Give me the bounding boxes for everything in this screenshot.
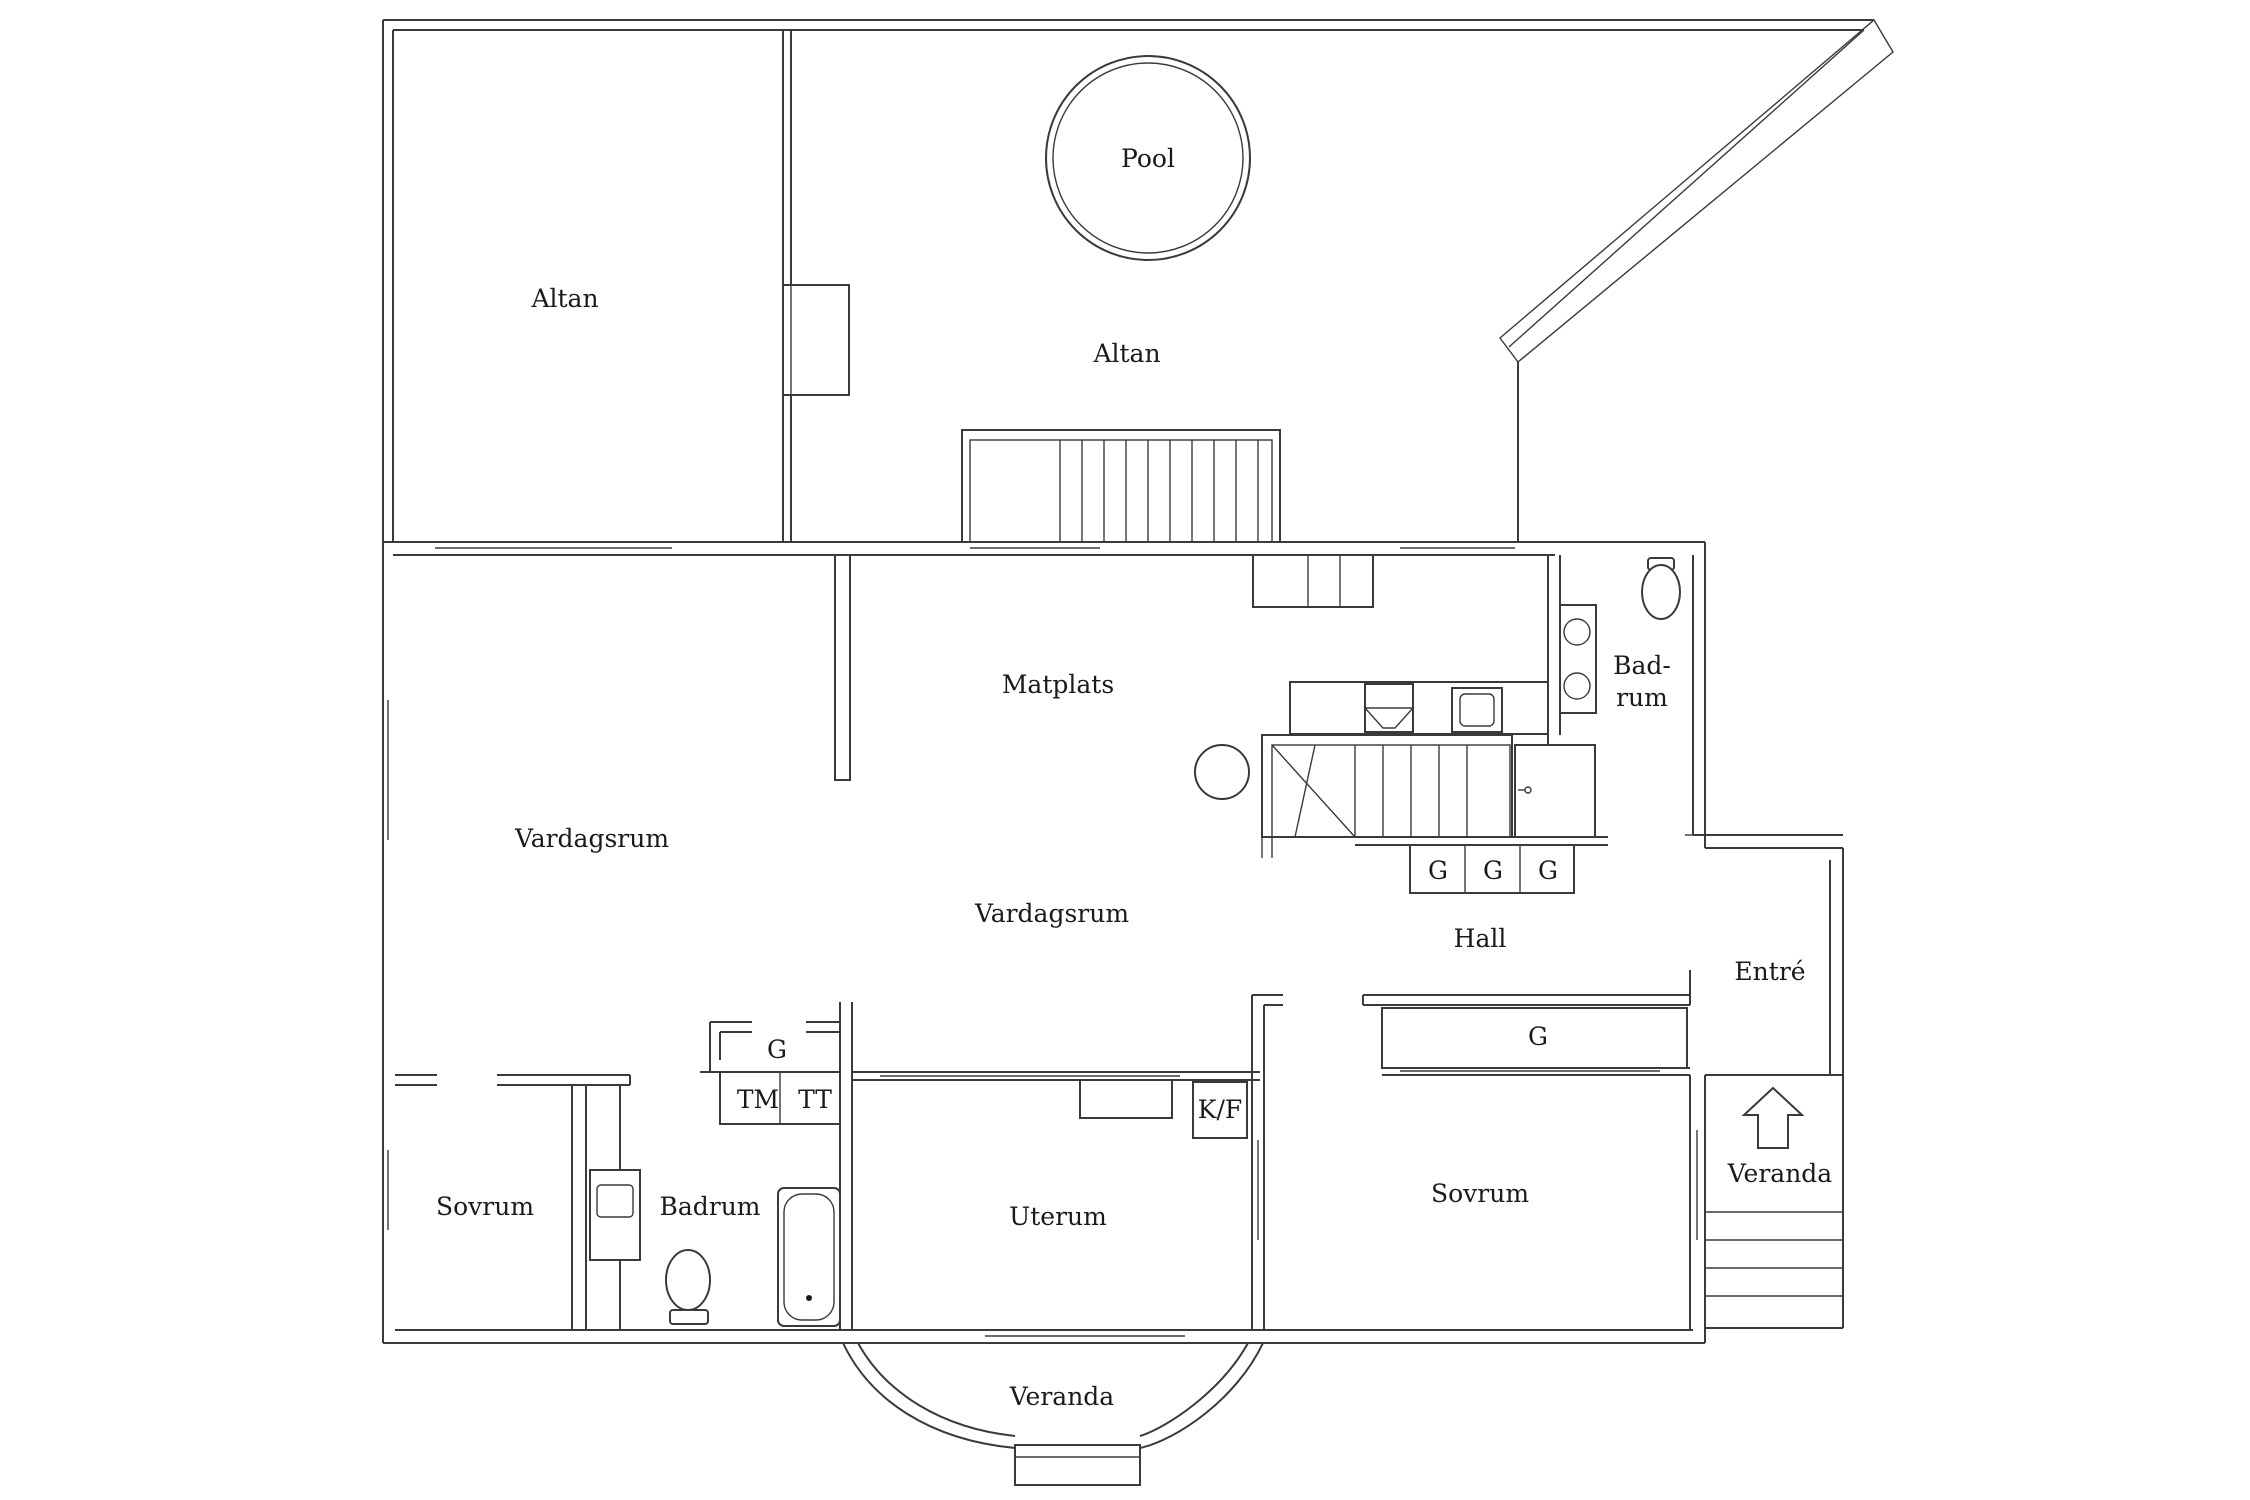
label-tm: TM bbox=[737, 1085, 779, 1114]
label-sovrum-left: Sovrum bbox=[436, 1192, 534, 1221]
label-badrum-small-1: Bad- bbox=[1613, 651, 1671, 680]
room-labels: Altan Pool Altan Matplats Bad- rum Varda… bbox=[436, 144, 1832, 1411]
label-entre: Entré bbox=[1734, 957, 1805, 986]
label-veranda-bottom: Veranda bbox=[1009, 1382, 1115, 1411]
label-g-laundry: G bbox=[767, 1035, 787, 1064]
entrance-steps bbox=[1704, 1075, 1844, 1329]
entrance-arrow-icon bbox=[1741, 1086, 1805, 1149]
label-uterum: Uterum bbox=[1009, 1202, 1107, 1231]
label-hall: Hall bbox=[1454, 924, 1507, 953]
interior-walls bbox=[395, 554, 1843, 1330]
label-g-2: G bbox=[1483, 856, 1503, 885]
outer-walls bbox=[382, 18, 1894, 1344]
label-sovrum-right: Sovrum bbox=[1431, 1179, 1529, 1208]
label-badrum: Badrum bbox=[659, 1192, 760, 1221]
label-altan-right: Altan bbox=[1092, 339, 1160, 368]
label-vardagsrum-left: Vardagsrum bbox=[514, 824, 669, 853]
label-vardagsrum-center: Vardagsrum bbox=[974, 899, 1129, 928]
label-veranda-right: Veranda bbox=[1727, 1159, 1833, 1188]
terrace-stairs bbox=[961, 429, 1281, 543]
label-g-3: G bbox=[1538, 856, 1558, 885]
pool bbox=[1045, 55, 1251, 261]
label-kf: K/F bbox=[1198, 1095, 1242, 1124]
veranda-curved bbox=[842, 1335, 1264, 1486]
label-g-hall-closet: G bbox=[1528, 1022, 1548, 1051]
label-g-1: G bbox=[1428, 856, 1448, 885]
fixture-labels: G G G G G TM TT K/F bbox=[737, 856, 1558, 1124]
label-altan-left: Altan bbox=[530, 284, 598, 313]
label-matplats: Matplats bbox=[1002, 670, 1114, 699]
label-badrum-small-2: rum bbox=[1616, 683, 1668, 712]
label-pool: Pool bbox=[1121, 144, 1175, 173]
label-tt: TT bbox=[798, 1085, 832, 1114]
